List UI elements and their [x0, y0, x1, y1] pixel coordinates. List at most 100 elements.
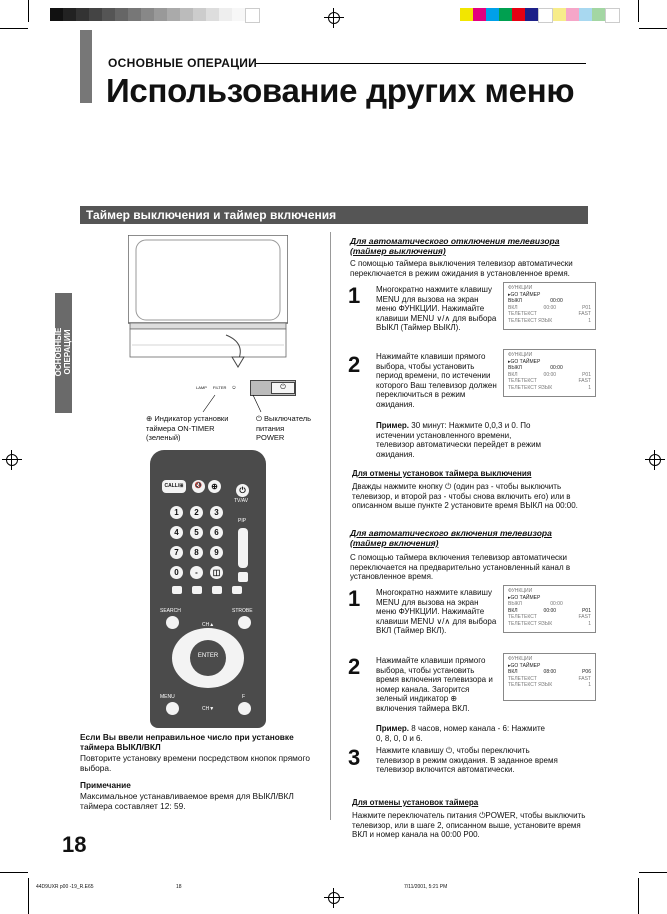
screen-cell: 00:00: [543, 607, 557, 614]
footer-date: 7/11/2001, 5:21 PM: [404, 884, 448, 890]
digit-2-button[interactable]: 2: [190, 506, 203, 519]
screen-cell: P06: [582, 669, 591, 675]
note-heading: Примечание: [80, 780, 131, 790]
screen-cell: ТЕЛЕТЕКСТ ЯЗЫК: [508, 682, 553, 688]
off-timer-heading: Для автоматического отключения телевизор…: [350, 236, 560, 256]
header-accent-bar: [80, 30, 92, 103]
digit-5-button[interactable]: 5: [190, 526, 203, 539]
crop-mark: [639, 28, 667, 29]
f-label: F: [242, 694, 246, 700]
on-step2-number: 2: [348, 654, 361, 679]
on-step3-text: Нажмите клавишу ⏻, чтобы переключить тел…: [376, 746, 558, 774]
strobe-button[interactable]: [238, 616, 251, 629]
screen-cell: 1: [588, 620, 591, 627]
screen-cell: FAST: [578, 614, 591, 620]
screen-row: ▸GO ТАЙМЕР: [508, 291, 541, 298]
registration-mark-top: [324, 8, 344, 28]
digit-6-button[interactable]: 6: [210, 526, 223, 539]
off-example: Пример. 30 минут: Нажмите 0,0,3 и 0. По …: [376, 421, 551, 459]
on-step1-number: 1: [348, 586, 361, 611]
power-switch-icon[interactable]: ⏻: [271, 382, 295, 394]
color-calibration-bar: [460, 8, 620, 23]
on-timer-indicator-label: ⊕ Индикатор установки таймера ON-TIMER (…: [146, 414, 229, 442]
screen-row: ▸GO ТАЙМЕР: [508, 594, 541, 601]
screen-cell: 00:00: [550, 298, 563, 304]
off-example-text: 30 минут: Нажмите 0,0,3 и 0. По истечени…: [376, 421, 542, 459]
on-example: Пример. 8 часов, номер канала - 6: Нажми…: [376, 724, 551, 743]
lamp-label: LAMP: [196, 385, 207, 390]
display-button[interactable]: ⊕: [208, 480, 221, 493]
color-button[interactable]: [192, 586, 202, 594]
screen-cell: P01: [582, 607, 591, 614]
enter-button[interactable]: ENTER: [197, 653, 219, 659]
color-button[interactable]: [232, 586, 242, 594]
side-tab: ОСНОВНЫЕ ОПЕРАЦИИ: [54, 293, 72, 413]
section-label: ОСНОВНЫЕ ОПЕРАЦИИ: [108, 56, 258, 70]
power-button[interactable]: ⏻: [236, 484, 249, 497]
crop-mark: [639, 872, 667, 873]
screen-cell: 08:00: [543, 669, 557, 675]
column-divider: [330, 232, 331, 820]
screen-row: ▸GO ТАЙМЕР: [508, 358, 541, 365]
pip-control[interactable]: [238, 528, 248, 568]
on-step3-number: 3: [348, 745, 361, 770]
digit-1-button[interactable]: 1: [170, 506, 183, 519]
search-button[interactable]: [166, 616, 179, 629]
subheading-bar: Таймер выключения и таймер включения: [80, 206, 588, 224]
screen-cell: ТЕЛЕТЕКСТ ЯЗЫК: [508, 384, 553, 391]
on-timer-intro: С помощью таймера включения телевизор ав…: [350, 553, 571, 581]
screen-cell: 1: [588, 384, 591, 391]
power-switch-panel: ⏻: [250, 380, 296, 396]
screen-cell: ТЕЛЕТЕКСТ: [508, 614, 537, 620]
color-button[interactable]: [172, 586, 182, 594]
screen-cell: ВКЛ: [508, 607, 518, 614]
note-text: Максимальное устанавливаемое время для В…: [80, 791, 294, 811]
filter-label: FILTER: [212, 385, 227, 390]
off-step2-text: Нажимайте клавиши прямого выбора, чтобы …: [376, 352, 497, 409]
screen-cell: ВКЛ: [508, 304, 518, 311]
f-button[interactable]: [238, 702, 251, 715]
digit-8-button[interactable]: 8: [190, 546, 203, 559]
screen-row: ▸GO ТАЙМЕР: [508, 662, 541, 669]
digit-0-button[interactable]: 0: [170, 566, 183, 579]
power-switch-label: ⏻ Выключатель питания POWER: [256, 414, 312, 442]
screen-title: ФУНКЦИИ: [508, 588, 533, 594]
menu-label: MENU: [160, 694, 175, 700]
page-number: 18: [62, 832, 87, 857]
call-button[interactable]: CALL/⊞: [162, 480, 186, 493]
page-title: Использование других меню: [106, 72, 575, 109]
on-step2-text: Нажимайте клавиши прямого выбора, чтобы …: [376, 656, 493, 713]
off-example-label: Пример.: [376, 421, 410, 430]
digit-9-button[interactable]: 9: [210, 546, 223, 559]
standby-label: ⏻: [232, 385, 236, 390]
on-cancel-heading: Для отмены установок таймера: [352, 798, 479, 807]
screen-cell: ТЕЛЕТЕКСТ: [508, 675, 537, 682]
side-tab-label: ОСНОВНЫЕ ОПЕРАЦИИ: [54, 327, 72, 377]
strobe-label: STROBE: [232, 608, 253, 614]
registration-mark-right: [645, 450, 665, 470]
menu-button[interactable]: [166, 702, 179, 715]
off-timer-intro: С помощью таймера выключения телевизор а…: [350, 259, 573, 278]
screen-cell: 00:00: [550, 601, 563, 607]
pip-small-button[interactable]: [238, 572, 248, 582]
crop-mark: [0, 28, 28, 29]
footer-file: 44D9UXR p00 -19_R.E65: [36, 884, 94, 890]
screen-cell: FAST: [578, 675, 591, 682]
mute-button[interactable]: 🔇: [192, 480, 205, 493]
crop-mark: [0, 872, 28, 873]
extra-button[interactable]: -: [190, 566, 203, 579]
digit-7-button[interactable]: 7: [170, 546, 183, 559]
section-rule: [256, 63, 586, 64]
extra-button[interactable]: ◫: [210, 566, 223, 579]
off-cancel-heading: Для отмены установок таймера выключения: [352, 469, 532, 478]
off-cancel-text: Дважды нажмите кнопку ⏻ (один раз - чтоб…: [352, 482, 578, 510]
digit-3-button[interactable]: 3: [210, 506, 223, 519]
screen-cell: 00:00: [550, 365, 563, 371]
remote-control: CALL/⊞ 🔇 ⊕ ⏻ TV/AV 1 2 3 4 5 6 7 8 9 0 -…: [150, 450, 266, 728]
color-button[interactable]: [212, 586, 222, 594]
black-calibration-bar: [50, 8, 260, 23]
digit-4-button[interactable]: 4: [170, 526, 183, 539]
registration-mark-bottom: [324, 888, 344, 908]
